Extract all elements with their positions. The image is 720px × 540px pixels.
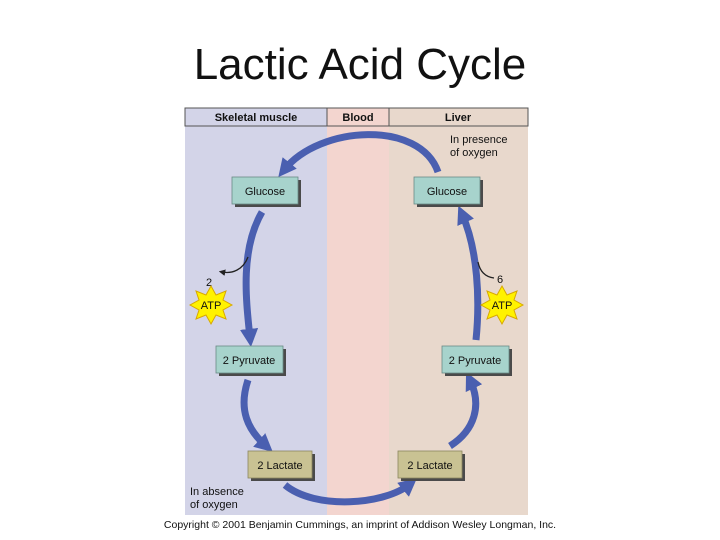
absence-label-line2: of oxygen [190,499,238,511]
presence-label-line2: of oxygen [450,147,498,159]
liver-pyruvate-box: 2 Pyruvate [441,345,512,376]
column-header: Skeletal muscle Blood Liver [184,107,529,127]
header-skeletal-muscle: Skeletal muscle [215,112,298,124]
liver-glucose-box: Glucose [413,176,483,207]
muscle-pyruvate-label: 2 Pyruvate [223,355,276,367]
slide-title: Lactic Acid Cycle [193,40,527,89]
arrow-muscle-glucose-to-pyruvate [239,210,266,348]
atp-arrow-muscle [218,256,249,276]
muscle-glucose-box: Glucose [231,176,301,207]
muscle-atp-star: ATP [188,284,234,326]
muscle-glucose-label: Glucose [245,186,285,198]
muscle-pyruvate-box: 2 Pyruvate [215,345,286,376]
muscle-atp-label: ATP [201,300,222,312]
arrow-liver-pyruvate-to-glucose [457,205,482,341]
muscle-lactate-label: 2 Lactate [257,460,302,472]
absence-label-line1: In absence [190,486,244,498]
atp-arrow-liver [477,261,495,279]
liver-atp-count: 6 [497,274,503,286]
arrow-muscle-pyruvate-to-lactate [240,378,273,453]
arrow-muscle-to-liver-lactate [282,478,417,506]
liver-glucose-label: Glucose [427,186,467,198]
arrow-liver-to-muscle-glucose [278,131,442,178]
liver-atp-label: ATP [492,300,513,312]
liver-lactate-label: 2 Lactate [407,460,452,472]
liver-lactate-box: 2 Lactate [397,450,465,481]
header-liver: Liver [445,112,472,124]
copyright-notice: Copyright © 2001 Benjamin Cummings, an i… [163,519,557,531]
muscle-atp-count: 2 [206,277,212,289]
presence-label-line1: In presence [450,134,507,146]
liver-atp-star: ATP [479,284,525,326]
muscle-lactate-box: 2 Lactate [247,450,315,481]
liver-pyruvate-label: 2 Pyruvate [449,355,502,367]
header-blood: Blood [342,112,373,124]
blood-panel [327,108,389,515]
arrow-liver-lactate-to-pyruvate [448,371,483,449]
